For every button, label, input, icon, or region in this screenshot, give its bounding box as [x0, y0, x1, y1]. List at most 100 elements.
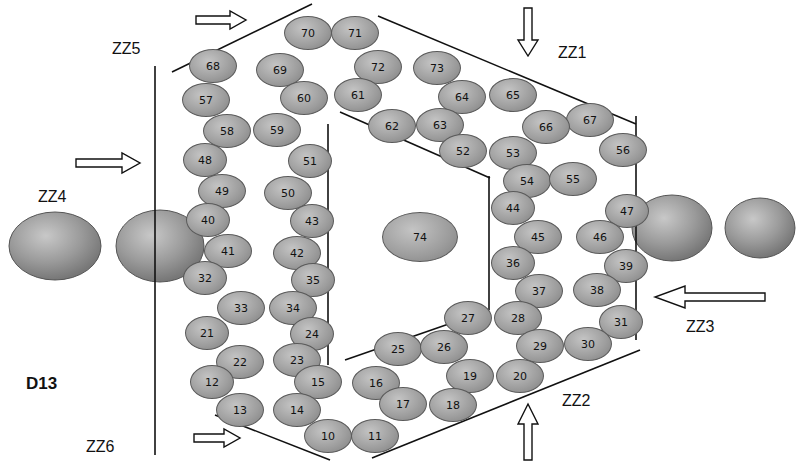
- atom-number: 32: [198, 272, 212, 285]
- atom-circle: 20: [496, 359, 544, 393]
- atom-circle: 56: [599, 133, 647, 167]
- atom-number: 47: [620, 205, 634, 218]
- atom-number: 40: [201, 214, 215, 227]
- atom-circle: 11: [351, 419, 399, 453]
- atom-number: 31: [614, 316, 628, 329]
- atom-number: 24: [305, 328, 319, 341]
- atom-number: 67: [583, 114, 597, 127]
- atom-number: 37: [532, 285, 546, 298]
- atom-number: 53: [506, 147, 520, 160]
- atom-number: 73: [430, 62, 444, 75]
- atom-number: 28: [511, 312, 525, 325]
- atom-number: 51: [303, 155, 317, 168]
- atom-circle: 30: [564, 327, 612, 361]
- atom-circle: 40: [186, 203, 230, 237]
- atom-number: 15: [311, 376, 325, 389]
- atom-number: 16: [369, 377, 383, 390]
- atom-number: 33: [234, 302, 248, 315]
- atom-circle: 13: [216, 393, 264, 427]
- atom-circle: 66: [522, 110, 570, 144]
- lead-atom: [725, 198, 795, 258]
- atom-circle: 70: [284, 16, 332, 50]
- atom-number: 56: [616, 144, 630, 157]
- atom-number: 11: [368, 430, 382, 443]
- atom-number: 46: [593, 231, 607, 244]
- atom-number: 55: [566, 173, 580, 186]
- atom-number: 17: [396, 398, 410, 411]
- atom-number: 74: [413, 231, 427, 244]
- atom-number: 21: [200, 327, 214, 340]
- atom-number: 23: [290, 354, 304, 367]
- atom-number: 13: [233, 404, 247, 417]
- edge-label: ZZ5: [112, 40, 140, 58]
- atom-number: 45: [531, 231, 545, 244]
- atom-circle: 62: [368, 109, 416, 143]
- atom-number: 48: [198, 154, 212, 167]
- atom-number: 72: [371, 61, 385, 74]
- atom-number: 27: [461, 312, 475, 325]
- atom-number: 41: [221, 245, 235, 258]
- atom-circle: 48: [183, 143, 227, 177]
- atom-circle: 25: [374, 332, 422, 366]
- hollow-arrow: [76, 153, 140, 173]
- atom-number: 36: [506, 257, 520, 270]
- atom-circle: 59: [253, 113, 301, 147]
- edge-label: ZZ4: [38, 188, 66, 206]
- pore-line: [488, 176, 490, 310]
- atom-circle: 65: [489, 78, 537, 112]
- atom-number: 71: [348, 27, 362, 40]
- atom-number: 35: [306, 274, 320, 287]
- atom-number: 22: [233, 356, 247, 369]
- hollow-arrow: [518, 404, 538, 460]
- atom-number: 52: [456, 145, 470, 158]
- atom-number: 38: [590, 284, 604, 297]
- atom-circle: 21: [185, 316, 229, 350]
- atom-number: 43: [305, 215, 319, 228]
- atom-circle: 32: [183, 261, 227, 295]
- atom-circle: 67: [566, 103, 614, 137]
- atom-number: 60: [297, 92, 311, 105]
- figure-label: D13: [26, 374, 57, 394]
- edge-line: [372, 350, 640, 458]
- atom-number: 10: [321, 430, 335, 443]
- atom-number: 39: [619, 260, 633, 273]
- atom-number: 68: [206, 60, 220, 73]
- atom-number: 59: [270, 124, 284, 137]
- atom-circle: 44: [491, 191, 535, 225]
- direction-arrows: [76, 8, 765, 460]
- atom-circle: 33: [217, 291, 265, 325]
- atom-number: 65: [506, 89, 520, 102]
- atom-circle: 68: [189, 49, 237, 83]
- atom-circle: 18: [429, 388, 477, 422]
- atom-number: 20: [513, 370, 527, 383]
- atom-number: 70: [301, 27, 315, 40]
- edge-label: ZZ6: [86, 438, 114, 456]
- atom-number: 26: [437, 341, 451, 354]
- atom-circle: 55: [549, 162, 597, 196]
- atom-circle: 10: [304, 419, 352, 453]
- atom-circle: 71: [331, 16, 379, 50]
- atom-circle: 57: [182, 83, 230, 117]
- atom-number: 58: [220, 125, 234, 138]
- atom-circle: 74: [382, 212, 458, 262]
- atom-number: 14: [290, 404, 304, 417]
- atom-circle: 52: [439, 134, 487, 168]
- atom-number: 64: [455, 91, 469, 104]
- atom-number: 69: [273, 64, 287, 77]
- edge-line: [154, 66, 156, 455]
- edge-label: ZZ2: [562, 392, 590, 410]
- atom-circle: 12: [190, 365, 234, 399]
- atom-number: 50: [281, 187, 295, 200]
- hollow-arrow: [196, 11, 246, 29]
- atom-number: 62: [385, 120, 399, 133]
- atom-number: 12: [205, 376, 219, 389]
- atom-circle: 29: [516, 329, 564, 363]
- atom-circle: 46: [576, 220, 624, 254]
- atom-number: 30: [581, 338, 595, 351]
- atom-number: 57: [199, 94, 213, 107]
- atom-number: 25: [391, 343, 405, 356]
- edge-label: ZZ1: [558, 44, 586, 62]
- atom-circle: 61: [334, 78, 382, 112]
- atom-number: 42: [290, 247, 304, 260]
- atom-number: 63: [433, 119, 447, 132]
